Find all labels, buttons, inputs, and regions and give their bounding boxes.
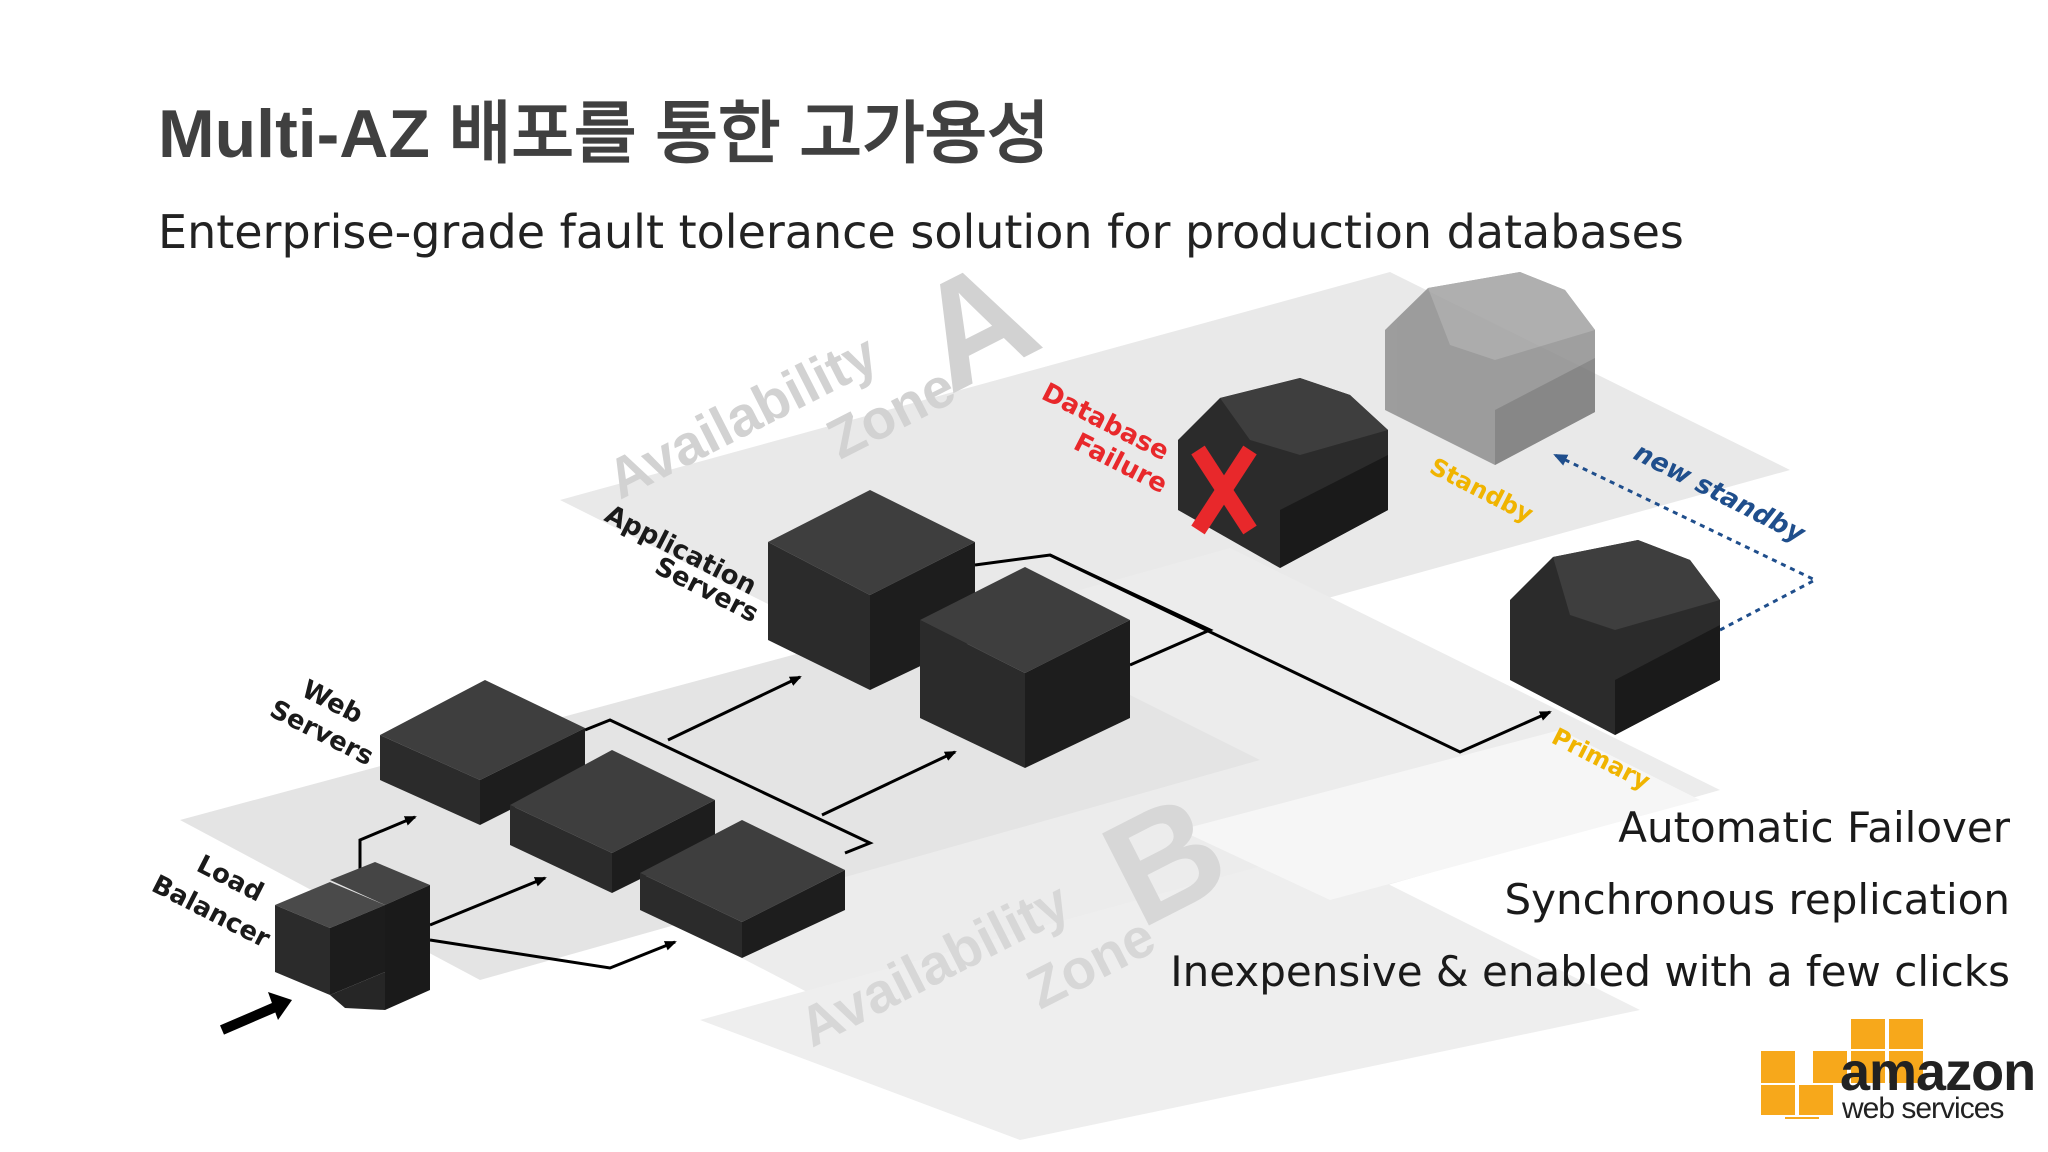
aws-logo: amazon web services bbox=[1759, 1017, 2036, 1125]
web-to-app-1 bbox=[667, 675, 802, 742]
ghost-standby-icon bbox=[1385, 272, 1595, 465]
feature-list: Automatic Failover Synchronous replicati… bbox=[1110, 792, 2010, 1008]
web-bus bbox=[584, 718, 874, 855]
feature-item: Automatic Failover bbox=[1618, 803, 2010, 852]
load-balancer-icon bbox=[275, 862, 430, 1010]
web-server-1 bbox=[380, 680, 585, 825]
lb-to-web-3 bbox=[429, 938, 677, 970]
entry-arrow bbox=[220, 992, 292, 1035]
failed-database-icon bbox=[1178, 378, 1388, 568]
aws-logo-line2: web services bbox=[1841, 1092, 2003, 1125]
aws-cubes-icon bbox=[1759, 1017, 1925, 1121]
web-to-app-2 bbox=[821, 750, 957, 817]
zone-b-plate bbox=[700, 730, 1700, 1140]
slide-title: Multi-AZ 배포를 통한 고가용성 bbox=[158, 96, 1050, 172]
feature-item: Inexpensive & enabled with a few clicks bbox=[1170, 947, 2010, 996]
aws-logo-line1: amazon bbox=[1840, 1042, 2035, 1102]
connections bbox=[358, 553, 1552, 970]
web-server-2 bbox=[510, 750, 715, 893]
slide-subtitle: Enterprise-grade fault tolerance solutio… bbox=[158, 205, 1684, 259]
feature-item: Synchronous replication bbox=[1504, 875, 2010, 924]
web-server-3 bbox=[640, 820, 845, 958]
app-server-2 bbox=[920, 567, 1130, 768]
lb-to-web-2 bbox=[429, 876, 547, 927]
primary-database-icon bbox=[1510, 540, 1720, 735]
app-to-primary bbox=[1049, 553, 1552, 754]
app-server-1 bbox=[768, 490, 975, 690]
